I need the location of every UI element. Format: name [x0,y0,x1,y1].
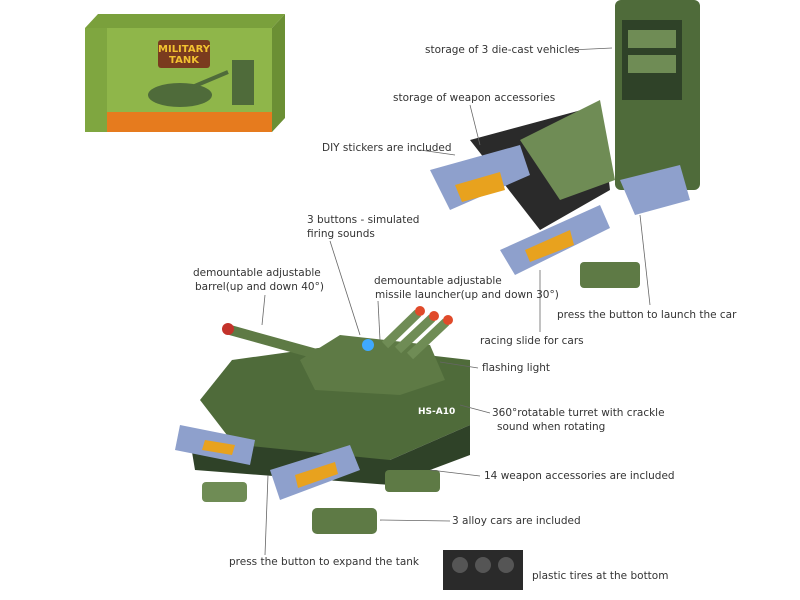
label-flashing-light: flashing light [482,362,551,374]
label-alloy-cars: 3 alloy cars are included [452,515,581,527]
label-turret-line2: sound when rotating [497,421,606,433]
label-racing-slide: racing slide for cars [480,335,584,347]
label-barrel-line2: barrel(up and down 40°) [195,281,324,293]
label-expand-tank: press the button to expand the tank [229,556,420,568]
label-barrel-line1: demountable adjustable [193,267,321,279]
label-buttons-line2: firing sounds [307,228,375,240]
label-missile-line1: demountable adjustable [374,275,502,287]
box-logo-line2: TANK [169,55,200,66]
label-missile-line2: missile launcher(up and down 30°) [375,289,559,301]
box-logo [158,40,210,68]
label-turret-line1: 360°rotatable turret with crackle [492,407,665,419]
product-box: MILITARY TANK [85,14,285,132]
tank: HS-A10 [175,306,470,534]
missile-launcher [381,306,453,360]
label-diy-stickers: DIY stickers are included [322,142,452,154]
label-plastic-tires: plastic tires at the bottom [532,570,669,582]
label-weapon-accessories: 14 weapon accessories are included [484,470,675,482]
label-buttons-line1: 3 buttons - simulated [307,214,420,226]
label-storage-weapons: storage of weapon accessories [393,92,556,104]
leader-lines [261,47,651,556]
hull-code: HS-A10 [418,407,455,417]
label-storage-vehicles: storage of 3 die-cast vehicles [425,44,580,56]
flashing-light [362,339,374,351]
launcher-carrier [430,0,700,288]
box-logo-line1: MILITARY [158,44,211,55]
label-launch-car: press the button to launch the car [557,309,737,321]
